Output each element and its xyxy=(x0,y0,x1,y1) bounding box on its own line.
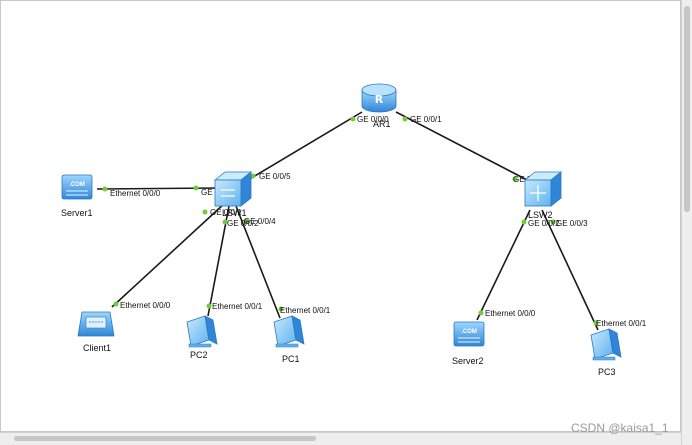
switch-icon xyxy=(213,171,253,207)
port-label-server2-eth000: Ethernet 0/0/0 xyxy=(485,309,536,318)
port-dot xyxy=(193,185,199,191)
device-label-pc3: PC3 xyxy=(598,367,616,377)
server-icon: .COM xyxy=(453,321,485,347)
port-label-lsw1-ge002: GE 0/0/2 xyxy=(227,219,259,228)
port-dot xyxy=(202,209,208,215)
pc-pc1[interactable]: PC1 xyxy=(273,315,305,364)
link-server1-lsw1[interactable] xyxy=(96,187,222,190)
switch-icon xyxy=(523,171,563,207)
device-label-server2: Server2 xyxy=(452,356,484,366)
router-ar1[interactable]: R AR1 xyxy=(361,83,397,129)
port-dot xyxy=(550,219,556,225)
port-label-lsw1-ge004: GE 0/0/4 xyxy=(244,217,276,226)
svg-text:R: R xyxy=(375,93,384,106)
port-label-server1-eth000: Ethernet 0/0/0 xyxy=(110,189,161,198)
port-label-lsw2-ge003: GE 0/0/3 xyxy=(556,219,588,228)
server-server2[interactable]: .COM Server2 xyxy=(452,321,485,366)
port-dot xyxy=(521,219,527,225)
switch-lsw2[interactable]: LSW2 xyxy=(523,171,563,220)
device-label-server1: Server1 xyxy=(61,208,93,218)
port-dot xyxy=(113,301,119,307)
device-label-ar1: AR1 xyxy=(373,119,391,129)
port-label-ar1-ge000: GE 0/0/0 xyxy=(357,115,389,124)
server-badge: .COM xyxy=(461,329,477,335)
horizontal-scrollbar[interactable] xyxy=(0,432,681,445)
link-ar1-lsw1[interactable] xyxy=(242,111,363,184)
port-label-lsw1-ge005: GE 0/0/5 xyxy=(259,172,291,181)
port-labels: GE 0/0/0 GE 0/0/1 GE 0/0/5 GE 0/0/3 Ethe… xyxy=(110,115,647,328)
link-lsw2-server2[interactable] xyxy=(476,209,531,321)
server-icon: .COM xyxy=(61,174,93,200)
switch-lsw1[interactable]: LSW1 xyxy=(213,171,253,218)
port-dot xyxy=(402,116,408,122)
port-label-lsw1-ge001: GE 0/0/1 xyxy=(210,208,242,217)
device-label-pc2: PC2 xyxy=(190,350,208,360)
client-client1[interactable]: Client1 xyxy=(77,311,115,353)
topology-diagram[interactable]: GE 0/0/0 GE 0/0/1 GE 0/0/5 GE 0/0/3 Ethe… xyxy=(0,0,681,432)
link-lsw2-pc3[interactable] xyxy=(541,209,599,331)
pc-pc3[interactable]: PC3 xyxy=(590,328,622,377)
port-label-ar1-ge001: GE 0/0/1 xyxy=(410,115,442,124)
port-dot xyxy=(593,320,599,326)
link-lsw1-client1[interactable] xyxy=(111,202,226,308)
server-badge: .COM xyxy=(69,182,85,188)
port-dot xyxy=(278,306,284,312)
port-dot xyxy=(350,116,356,122)
watermark: CSDN @kaisa1_1 xyxy=(571,421,669,435)
pc-icon xyxy=(273,315,305,348)
port-dot xyxy=(250,173,256,179)
port-label-client1-eth000: Ethernet 0/0/0 xyxy=(120,301,171,310)
link-ar1-lsw2[interactable] xyxy=(395,111,534,184)
port-dot xyxy=(222,219,228,225)
link-lsw1-pc1[interactable] xyxy=(235,205,281,319)
port-label-pc2-eth001: Ethernet 0/0/1 xyxy=(212,302,263,311)
port-label-pc3-eth001: Ethernet 0/0/1 xyxy=(596,319,647,328)
pc-icon xyxy=(590,328,622,361)
topology-canvas[interactable] xyxy=(0,0,681,432)
port-label-lsw2-ge002: GE 0/0/2 xyxy=(528,219,560,228)
vertical-scroll-thumb[interactable] xyxy=(684,6,690,212)
vertical-scrollbar[interactable] xyxy=(681,0,692,445)
horizontal-scroll-thumb[interactable] xyxy=(14,436,316,441)
port-dot xyxy=(512,176,518,182)
pc-pc2[interactable]: PC2 xyxy=(186,315,218,360)
device-label-lsw1: LSW1 xyxy=(222,208,247,218)
router-icon: R xyxy=(361,83,397,113)
server-server1[interactable]: .COM Server1 xyxy=(61,174,93,218)
port-dots xyxy=(102,116,599,326)
port-dot xyxy=(478,310,484,316)
device-label-lsw2: LSW2 xyxy=(528,210,553,220)
port-dot xyxy=(102,186,108,192)
port-label-pc1-eth001: Ethernet 0/0/1 xyxy=(280,306,331,315)
port-dot xyxy=(243,218,249,224)
port-dot xyxy=(206,303,212,309)
client-icon xyxy=(77,311,115,337)
device-label-client1: Client1 xyxy=(83,343,111,353)
pc-icon xyxy=(186,315,218,348)
device-label-pc1: PC1 xyxy=(282,354,300,364)
